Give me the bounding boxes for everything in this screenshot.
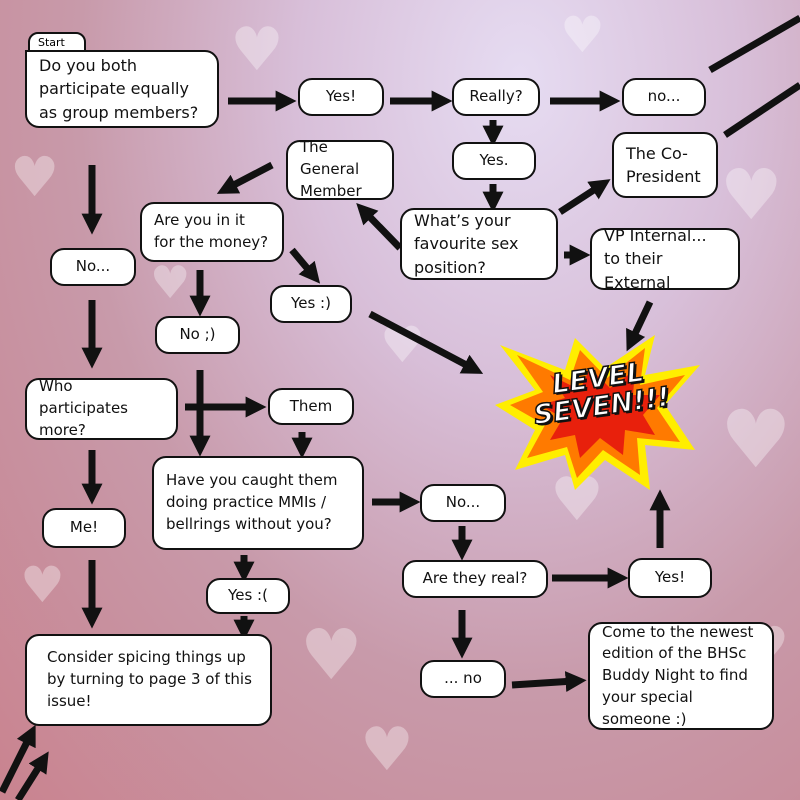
node-caught-them: Have you caught them doing practice MMIs… — [152, 456, 364, 550]
node-general-member: The General Member — [286, 138, 394, 200]
node-really: Really? — [452, 78, 540, 116]
node-who-participates: Who participates more? — [25, 377, 178, 440]
node-yes: Yes! — [298, 78, 384, 116]
node-yes-bottom: Yes! — [628, 558, 712, 598]
node-co-president: The Co-President — [612, 132, 718, 198]
flow-arrow — [368, 310, 484, 374]
node-dots-no: ... no — [420, 660, 506, 698]
flow-arrow — [216, 161, 274, 194]
node-are-they-real: Are they real? — [402, 560, 548, 598]
flow-arrow — [511, 671, 587, 693]
node-vp-internal: VP Internal... to their External — [590, 226, 740, 292]
node-no-left: No... — [50, 248, 136, 286]
flow-arrow — [15, 751, 49, 800]
node-yes-period: Yes. — [452, 142, 536, 180]
node-yes-smile: Yes :) — [270, 285, 352, 323]
node-me: Me! — [42, 508, 126, 548]
flow-arrow — [0, 724, 36, 794]
flow-arrow — [289, 247, 321, 284]
node-consider-spicing: Consider spicing things up by turning to… — [25, 634, 272, 726]
node-yes-sad: Yes :( — [206, 578, 290, 614]
node-favourite-position: What’s your favourite sex position? — [400, 208, 558, 280]
node-no-dots: no... — [622, 78, 706, 116]
level-seven-starburst — [495, 335, 700, 490]
node-no-right: No... — [420, 484, 506, 522]
flow-arrow — [558, 179, 611, 215]
node-participate-equally: Do you both participate equally as group… — [25, 50, 219, 128]
flow-arrow — [356, 202, 403, 251]
node-them: Them — [268, 388, 354, 425]
node-in-it-for-money: Are you in it for the money? — [140, 202, 284, 262]
node-buddy-night: Come to the newest edition of the BHSc B… — [588, 622, 774, 730]
node-no-wink: No ;) — [155, 316, 240, 354]
flow-arrow — [626, 300, 654, 352]
